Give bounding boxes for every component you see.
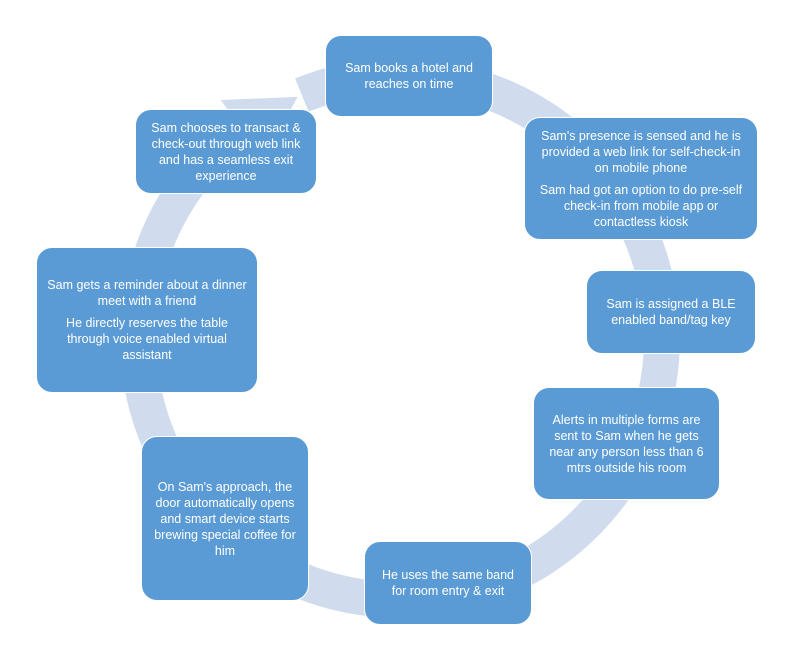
node-text: Sam had got an option to do pre-self che… bbox=[539, 182, 743, 229]
node-self-checkin: Sam's presence is sensed and he is provi… bbox=[524, 117, 758, 240]
node-checkout: Sam chooses to transact & check-out thro… bbox=[135, 109, 317, 194]
node-text: Sam books a hotel and reaches on time bbox=[345, 61, 473, 91]
node-text: Sam gets a reminder about a dinner meet … bbox=[47, 278, 247, 308]
node-text: Sam chooses to transact & check-out thro… bbox=[151, 120, 301, 183]
node-proximity-alerts: Alerts in multiple forms are sent to Sam… bbox=[533, 387, 720, 500]
node-text: Sam is assigned a BLE enabled band/tag k… bbox=[606, 297, 736, 327]
node-book-hotel: Sam books a hotel and reaches on time bbox=[325, 35, 493, 117]
node-text: He directly reserves the table through v… bbox=[66, 316, 228, 362]
node-text: Alerts in multiple forms are sent to Sam… bbox=[549, 412, 704, 475]
node-dinner-reminder: Sam gets a reminder about a dinner meet … bbox=[36, 247, 258, 393]
node-text: He uses the same band for room entry & e… bbox=[381, 568, 515, 598]
node-text: On Sam's approach, the door automaticall… bbox=[154, 479, 296, 558]
node-text: Sam's presence is sensed and he is provi… bbox=[541, 128, 741, 175]
node-room-entry: He uses the same band for room entry & e… bbox=[364, 541, 532, 625]
node-ble-band: Sam is assigned a BLE enabled band/tag k… bbox=[586, 270, 756, 354]
node-smart-room: On Sam's approach, the door automaticall… bbox=[141, 436, 309, 601]
